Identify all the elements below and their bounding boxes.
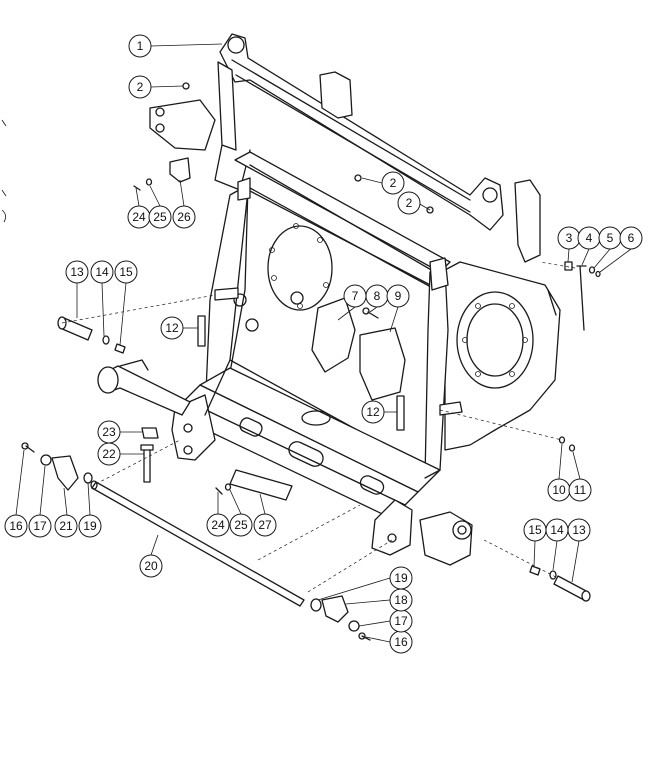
svg-text:2: 2 <box>406 196 413 210</box>
svg-text:1: 1 <box>137 39 144 53</box>
callout-15: 15 <box>114 260 138 284</box>
callout-25: 25 <box>148 205 172 229</box>
callout-13: 13 <box>567 518 591 542</box>
svg-text:9: 9 <box>395 289 402 303</box>
callout-19: 19 <box>78 514 102 538</box>
svg-text:20: 20 <box>144 559 158 573</box>
callout-4: 4 <box>577 226 601 250</box>
callout-3: 3 <box>557 226 581 250</box>
svg-text:16: 16 <box>394 635 408 649</box>
callout-17: 17 <box>389 609 413 633</box>
callout-19: 19 <box>389 566 413 590</box>
svg-text:14: 14 <box>550 523 564 537</box>
svg-text:13: 13 <box>572 523 586 537</box>
svg-text:24: 24 <box>132 210 146 224</box>
svg-text:25: 25 <box>234 518 248 532</box>
callout-15: 15 <box>523 518 547 542</box>
callout-12: 12 <box>160 316 184 340</box>
svg-text:14: 14 <box>95 265 109 279</box>
svg-text:27: 27 <box>258 518 272 532</box>
svg-text:17: 17 <box>33 519 47 533</box>
svg-text:19: 19 <box>394 571 408 585</box>
callout-21: 21 <box>54 514 78 538</box>
callout-14: 14 <box>90 260 114 284</box>
assembly-lines <box>61 261 576 593</box>
callout-13: 13 <box>65 260 89 284</box>
callout-20: 20 <box>139 554 163 578</box>
svg-text:15: 15 <box>528 523 542 537</box>
svg-text:13: 13 <box>70 265 84 279</box>
callout-11: 11 <box>568 478 592 502</box>
loose-parts <box>21 82 601 641</box>
svg-text:3: 3 <box>566 231 573 245</box>
callout-14: 14 <box>545 518 569 542</box>
svg-text:4: 4 <box>586 231 593 245</box>
callout-23: 23 <box>97 420 121 444</box>
callout-16: 16 <box>389 630 413 654</box>
svg-text:26: 26 <box>177 210 191 224</box>
callout-10: 10 <box>547 478 571 502</box>
callout-9: 9 <box>386 284 410 308</box>
leader-lines <box>15 43 632 643</box>
svg-text:11: 11 <box>574 483 587 497</box>
callout-22: 22 <box>97 442 121 466</box>
svg-text:21: 21 <box>59 519 73 533</box>
svg-text:24: 24 <box>211 518 225 532</box>
callout-2: 2 <box>381 171 405 195</box>
callout-2: 2 <box>397 191 421 215</box>
callout-5: 5 <box>598 226 622 250</box>
svg-text:15: 15 <box>119 265 133 279</box>
svg-text:10: 10 <box>552 483 566 497</box>
callout-2: 2 <box>128 75 152 99</box>
svg-text:2: 2 <box>137 80 144 94</box>
callout-6: 6 <box>619 226 643 250</box>
callout-1: 1 <box>128 34 152 58</box>
callout-12: 12 <box>361 400 385 424</box>
svg-text:7: 7 <box>352 289 359 303</box>
svg-text:18: 18 <box>394 593 408 607</box>
callout-16: 16 <box>4 514 28 538</box>
callout-24: 24 <box>206 513 230 537</box>
svg-text:25: 25 <box>153 210 167 224</box>
edge-marks <box>1 119 7 223</box>
callout-24: 24 <box>127 205 151 229</box>
main-frame <box>97 33 561 566</box>
callout-25: 25 <box>229 513 253 537</box>
callout-26: 26 <box>172 205 196 229</box>
svg-text:23: 23 <box>102 425 116 439</box>
callout-18: 18 <box>389 588 413 612</box>
callouts: 1 2 2 2 3 4 5 6 7 8 9 10 11 12 12 13 13 … <box>4 34 643 654</box>
callout-17: 17 <box>28 514 52 538</box>
svg-text:12: 12 <box>165 321 179 335</box>
svg-text:5: 5 <box>607 231 614 245</box>
svg-text:19: 19 <box>83 519 97 533</box>
svg-text:8: 8 <box>374 289 381 303</box>
callout-7: 7 <box>343 284 367 308</box>
svg-text:6: 6 <box>628 231 635 245</box>
callout-8: 8 <box>365 284 389 308</box>
svg-text:17: 17 <box>394 614 408 628</box>
svg-text:12: 12 <box>366 405 380 419</box>
svg-text:22: 22 <box>102 447 116 461</box>
svg-text:2: 2 <box>390 176 397 190</box>
svg-text:16: 16 <box>9 519 23 533</box>
callout-27: 27 <box>253 513 277 537</box>
